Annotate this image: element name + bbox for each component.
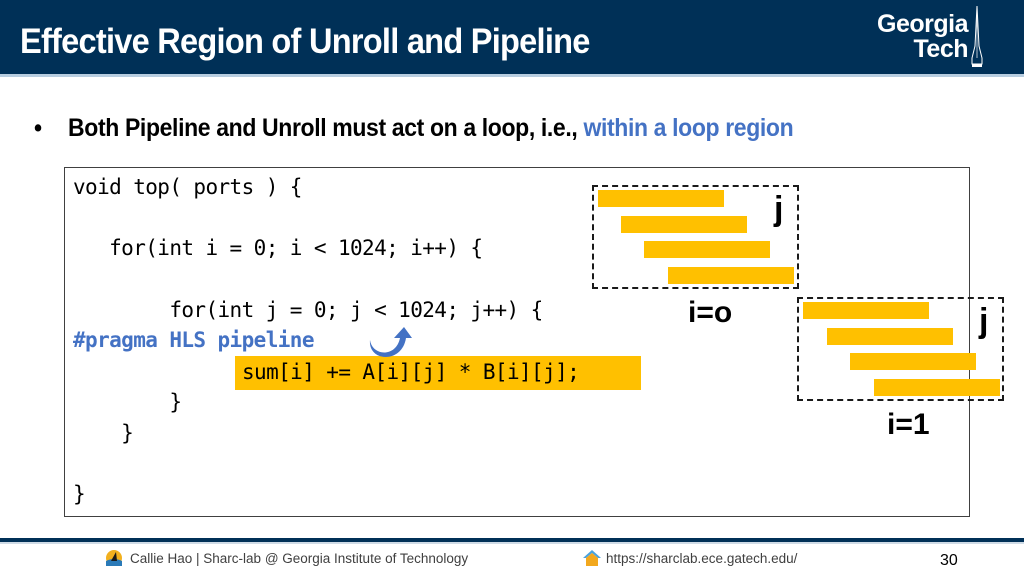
code-line-close-inner: }: [73, 390, 182, 414]
iteration-label-i0: i=o: [688, 296, 733, 329]
logo-line-2: Tech: [913, 35, 969, 63]
footer-url-text[interactable]: https://sharclab.ece.gatech.edu/: [606, 550, 798, 566]
loop-j-label: j: [774, 190, 784, 228]
footer-credit: Callie Hao | Sharc-lab @ Georgia Institu…: [104, 549, 468, 567]
code-line-outer-loop: for(int i = 0; i < 1024; i++) {: [73, 236, 483, 260]
curved-arrow-icon: [369, 327, 412, 357]
code-line-inner-loop: for(int j = 0; j < 1024; j++) {: [73, 298, 543, 322]
pipeline-box-i0: [592, 185, 799, 289]
logo-text: Georgia Tech: [877, 12, 968, 62]
logo-line-1: Georgia: [877, 10, 968, 38]
pipeline-stage-bar: [621, 216, 747, 233]
code-line-body: sum[i] += A[i][j] * B[i][j];: [242, 360, 580, 384]
code-line-function: void top( ports ) {: [73, 175, 302, 199]
sharc-lab-logo-icon: [106, 550, 122, 566]
code-line-pragma: #pragma HLS pipeline: [73, 328, 314, 352]
home-icon: [583, 550, 601, 566]
code-line-close-function: }: [73, 482, 86, 506]
pipeline-stage-bar: [803, 302, 929, 319]
bullet-accent-text: within a loop region: [583, 114, 794, 142]
bullet-dot: •: [34, 114, 42, 142]
footer-author-text: Callie Hao | Sharc-lab @ Georgia Institu…: [130, 550, 469, 566]
pipeline-stage-bar: [850, 353, 976, 370]
georgia-tech-logo: Georgia Tech: [848, 6, 998, 72]
slide-title: Effective Region of Unroll and Pipeline: [20, 22, 590, 61]
pipeline-stage-bar: [827, 328, 953, 345]
bullet-text: Both Pipeline and Unroll must act on a l…: [68, 114, 584, 142]
bullet-point: • Both Pipeline and Unroll must act on a …: [34, 114, 794, 143]
pipeline-stage-bar: [668, 267, 794, 284]
footer-divider: [0, 538, 1024, 542]
tech-tower-icon: [971, 6, 983, 67]
pipeline-box-i1: [797, 297, 1004, 401]
footer-divider-light: [0, 542, 1024, 544]
iteration-label-i1: i=1: [887, 408, 930, 441]
loop-body-highlight: [235, 356, 641, 390]
code-line-close-outer: }: [73, 421, 134, 445]
pipeline-stage-bar: [644, 241, 770, 258]
pipeline-stage-bar: [874, 379, 1000, 396]
loop-j-label: j: [979, 302, 989, 340]
header-divider: [0, 74, 1024, 77]
title-bar: Effective Region of Unroll and Pipeline …: [0, 0, 1024, 74]
footer-link[interactable]: https://sharclab.ece.gatech.edu/: [582, 549, 797, 567]
pipeline-stage-bar: [598, 190, 724, 207]
code-panel: [64, 167, 970, 517]
page-number: 30: [940, 552, 958, 569]
